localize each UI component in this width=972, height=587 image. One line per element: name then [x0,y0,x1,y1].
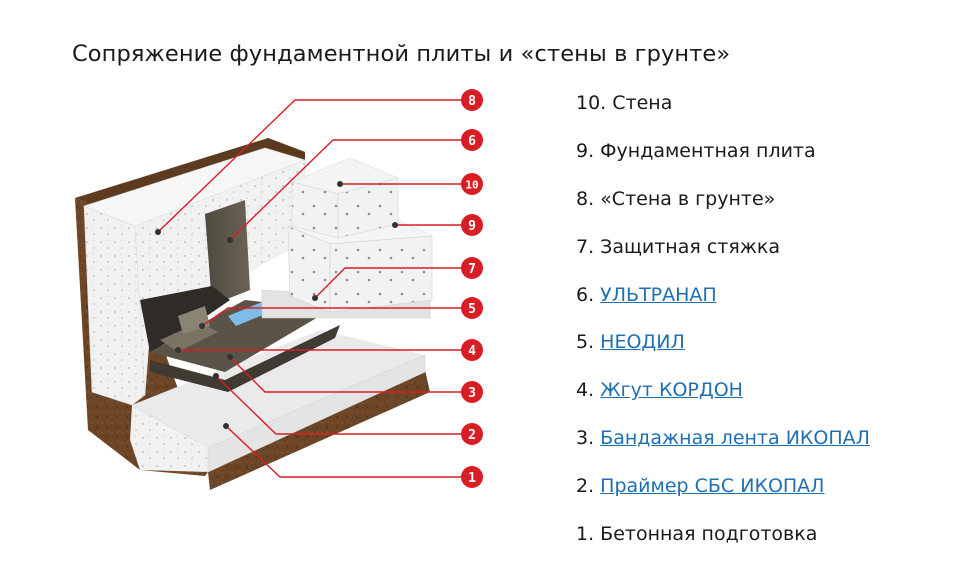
callout-label-3: 3 [468,386,476,401]
kordon-link[interactable]: Жгут КОРДОН [600,379,743,402]
leader-dots [155,181,398,429]
ultranap-link[interactable]: УЛЬТРАНАП [600,283,717,306]
leader-8 [157,99,462,233]
legend-text: Стена [612,92,673,114]
legend-item-3: 3. Бандажная лента ИКОПАЛ [576,427,870,450]
concrete-base-front [130,405,208,472]
callout-badge-10: 10 [461,173,483,195]
leader-2 [215,375,462,435]
membrane-vertical [205,200,250,305]
legend-item-5: 5. НЕОДИЛ [576,331,685,354]
leader-5 [201,307,462,327]
legend-item-9: 9. Фундаментная плита [576,139,816,162]
callout-badge-5: 5 [461,297,483,319]
callout-badge-8: 8 [461,89,483,111]
callout-badge-6: 6 [461,129,483,151]
bandage-tape [160,322,218,352]
legend-item-7: 7. Защитная стяжка [576,235,781,258]
callout-label-5: 5 [468,302,476,317]
legend-text: Фундаментная плита [600,139,816,162]
legend-item-1: 1. Бетонная подготовка [576,523,818,546]
callout-label-1: 1 [468,471,476,486]
concrete-base-side [207,354,426,473]
neodil-link[interactable]: НЕОДИЛ [600,331,685,354]
bandage-tape-link[interactable]: Бандажная лента ИКОПАЛ [600,427,870,450]
callout-label-8: 8 [468,94,476,109]
foundation-slab-right [329,235,433,313]
legend-text: Защитная стяжка [600,235,781,258]
page-title: Сопряжение фундаментной плиты и «стены в… [72,41,731,68]
membrane-bottom [150,325,340,392]
callout-label-4: 4 [468,344,476,359]
leader-1 [225,425,462,478]
concrete-base-top [132,330,425,448]
foundation-section-diagram: 8 6 10 9 7 5 4 3 2 1 [75,89,483,490]
callout-label-6: 6 [468,134,476,149]
legend-item-8: 8. «Стена в грунте» [576,187,776,210]
callout-badge-3: 3 [461,381,483,403]
callout-badge-9: 9 [461,214,483,236]
legend-item-10: 10. Стена [576,92,673,114]
callout-label-2: 2 [468,428,476,443]
callout-label-10: 10 [465,179,478,192]
callout-badge-7: 7 [461,257,483,279]
callout-label-9: 9 [468,219,476,234]
leader-3 [229,356,462,393]
leader-lines [157,99,462,478]
legend-item-6: 6. УЛЬТРАНАП [576,283,717,306]
legend-text: «Стена в грунте» [600,187,776,210]
leader-7 [314,267,462,299]
legend-text: Бетонная подготовка [600,523,818,546]
callout-badge-1: 1 [461,466,483,488]
primer-link[interactable]: Праймер СБС ИКОПАЛ [600,475,825,498]
legend-item-2: 2. Праймер СБС ИКОПАЛ [576,475,825,498]
callout-badge-2: 2 [461,423,483,445]
callout-label-7: 7 [468,262,476,277]
soil-bottom-right [208,370,430,490]
legend-list: 10. Стена 9. Фундаментная плита 8. «Стен… [576,92,870,571]
callout-badge-4: 4 [461,339,483,361]
legend-item-4: 4. Жгут КОРДОН [576,379,743,402]
leader-6 [229,139,462,241]
